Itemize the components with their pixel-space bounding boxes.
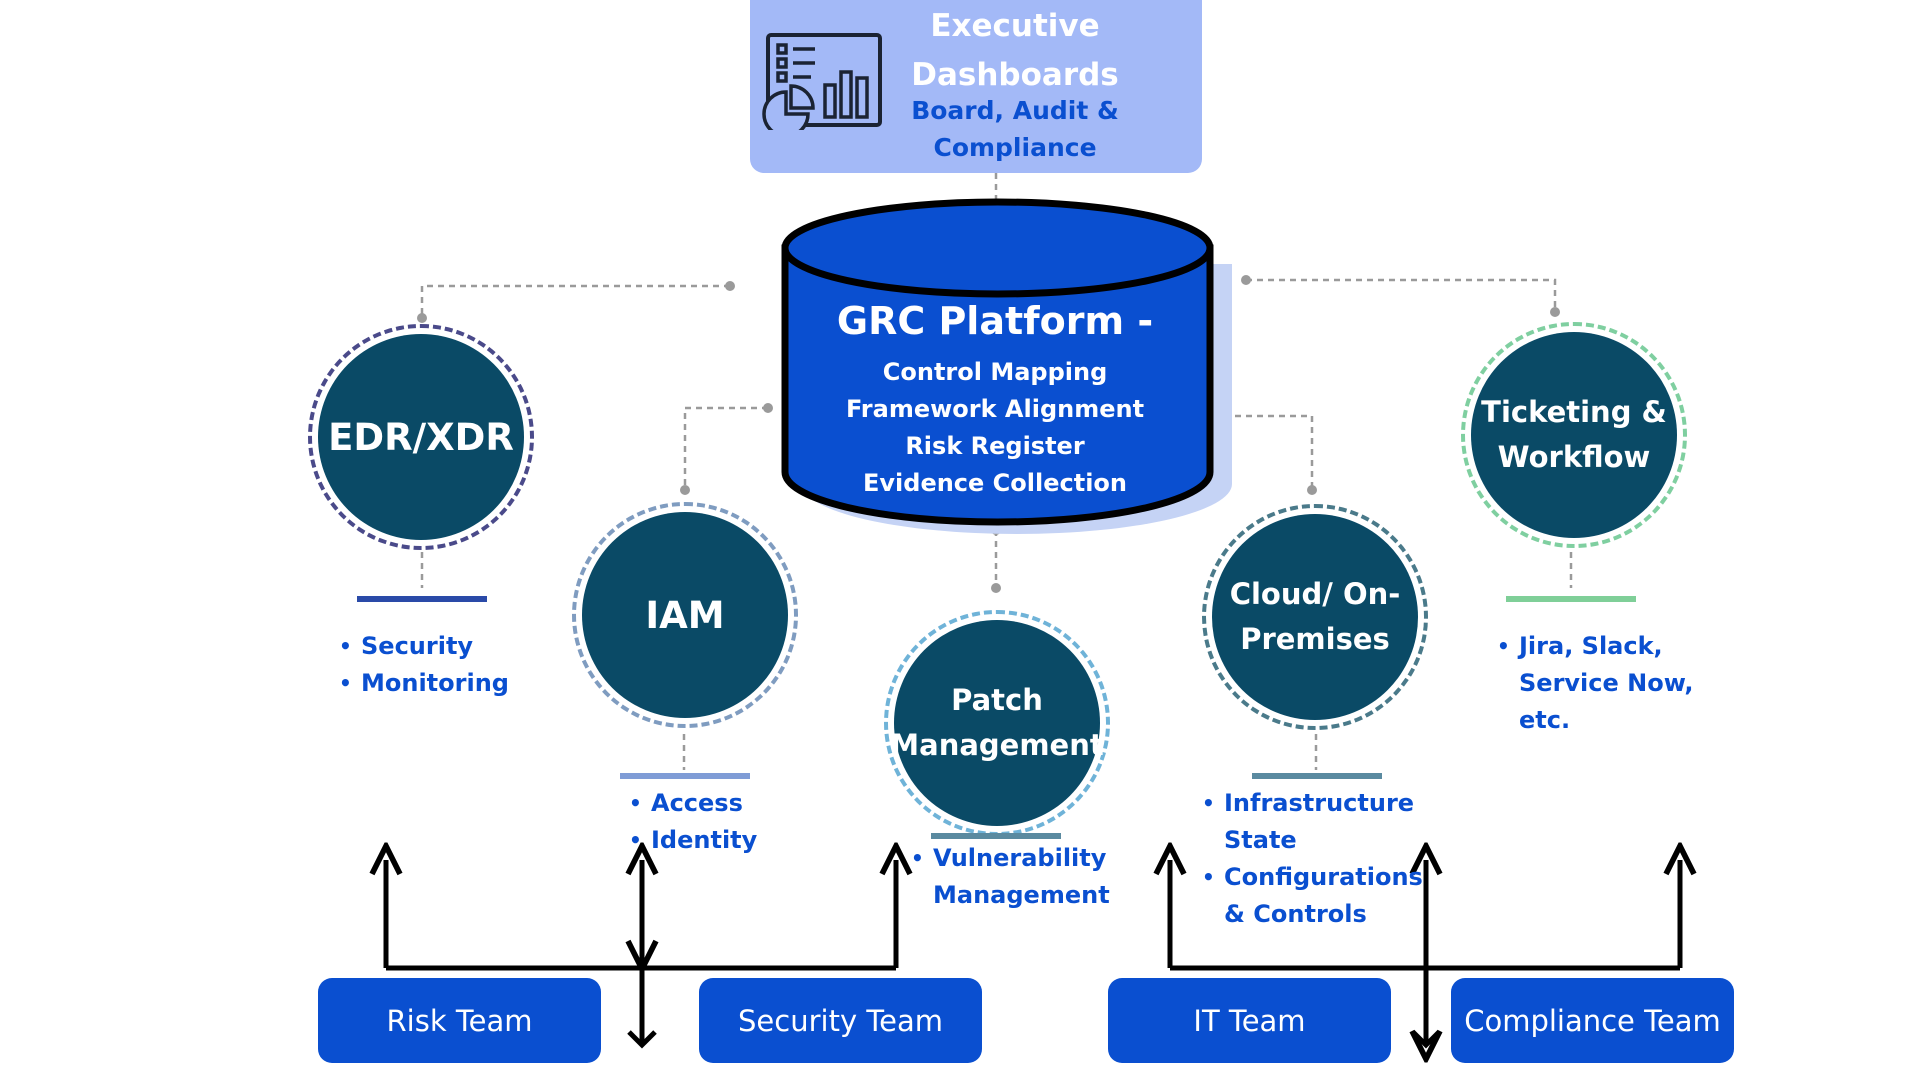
- patch-bullets: Vulnerability Management: [911, 840, 1110, 914]
- iam-label: IAM: [645, 593, 725, 637]
- list-item: Security: [339, 628, 509, 665]
- edr-label: EDR/XDR: [328, 415, 514, 459]
- list-item-continued: etc.: [1519, 706, 1571, 734]
- cloud-ring: [1202, 504, 1428, 730]
- platform-line: Risk Register: [905, 432, 1085, 460]
- list-item: Access: [629, 785, 757, 822]
- it-team-box: IT Team: [1108, 978, 1391, 1063]
- platform-line: Control Mapping: [882, 358, 1108, 386]
- ticket-divider: [1506, 596, 1636, 602]
- cloud-label-line2: Premises: [1240, 622, 1390, 656]
- list-item: Configurations: [1202, 859, 1423, 896]
- list-item-continued: Service Now,: [1519, 669, 1694, 697]
- patch-divider: [931, 833, 1061, 839]
- list-item: Vulnerability: [911, 840, 1110, 877]
- risk-team-box: Risk Team: [318, 978, 601, 1063]
- iam-ring: [572, 502, 798, 728]
- ticket-bullets: Jira, Slack, Service Now, etc.: [1497, 628, 1693, 739]
- list-item: Monitoring: [339, 665, 509, 702]
- iam-node: IAM: [582, 512, 788, 718]
- executive-title-line1: Executive: [930, 8, 1100, 44]
- executive-title-line2: Dashboards: [911, 57, 1119, 93]
- cloud-node: Cloud/ On- Premises: [1212, 514, 1418, 720]
- platform-line: Framework Alignment: [845, 395, 1145, 423]
- connector-iam: [683, 406, 768, 490]
- patch-node: Patch Management: [890, 620, 1104, 826]
- security-team-box: Security Team: [699, 978, 982, 1063]
- list-item-continued: Management: [933, 881, 1110, 909]
- edr-bullets: Security Monitoring: [339, 628, 509, 702]
- patch-label-line2: Management: [890, 728, 1104, 762]
- platform-line: Evidence Collection: [863, 469, 1127, 497]
- list-item-continued: & Controls: [1224, 900, 1367, 928]
- iam-divider: [620, 773, 750, 779]
- edr-divider: [357, 596, 487, 602]
- edr-ring: [308, 324, 534, 550]
- list-item: Infrastructure: [1202, 785, 1423, 822]
- cloud-bullets: Infrastructure State Configurations & Co…: [1202, 785, 1423, 933]
- list-item: Identity: [629, 822, 757, 859]
- connector-edr: [420, 284, 730, 318]
- connector-ticket: [1246, 278, 1557, 312]
- list-item-continued: State: [1224, 826, 1297, 854]
- executive-sub-line2: Compliance: [933, 133, 1097, 162]
- ticket-ring: [1461, 322, 1687, 548]
- iam-bullets: Access Identity: [629, 785, 757, 859]
- platform-title: GRC Platform -: [836, 299, 1154, 343]
- ticket-label-line1: Ticketing &: [1481, 395, 1667, 429]
- connector-cloud: [1224, 414, 1314, 490]
- dashboard-icon: [762, 33, 882, 130]
- ticket-label-line2: Workflow: [1497, 440, 1651, 474]
- patch-label-line1: Patch: [951, 683, 1043, 717]
- ticket-node: Ticketing & Workflow: [1471, 332, 1677, 538]
- cloud-divider: [1252, 773, 1382, 779]
- list-item: Jira, Slack,: [1497, 628, 1693, 665]
- executive-dashboards-box: Executive Dashboards Board, Audit & Comp…: [750, 0, 1202, 173]
- edr-node: EDR/XDR: [318, 334, 524, 540]
- cloud-label-line1: Cloud/ On-: [1229, 577, 1401, 611]
- compliance-team-box: Compliance Team: [1451, 978, 1734, 1063]
- platform-lines: Control Mapping Framework Alignment Risk…: [795, 354, 1195, 502]
- executive-sub-line1: Board, Audit &: [911, 96, 1119, 125]
